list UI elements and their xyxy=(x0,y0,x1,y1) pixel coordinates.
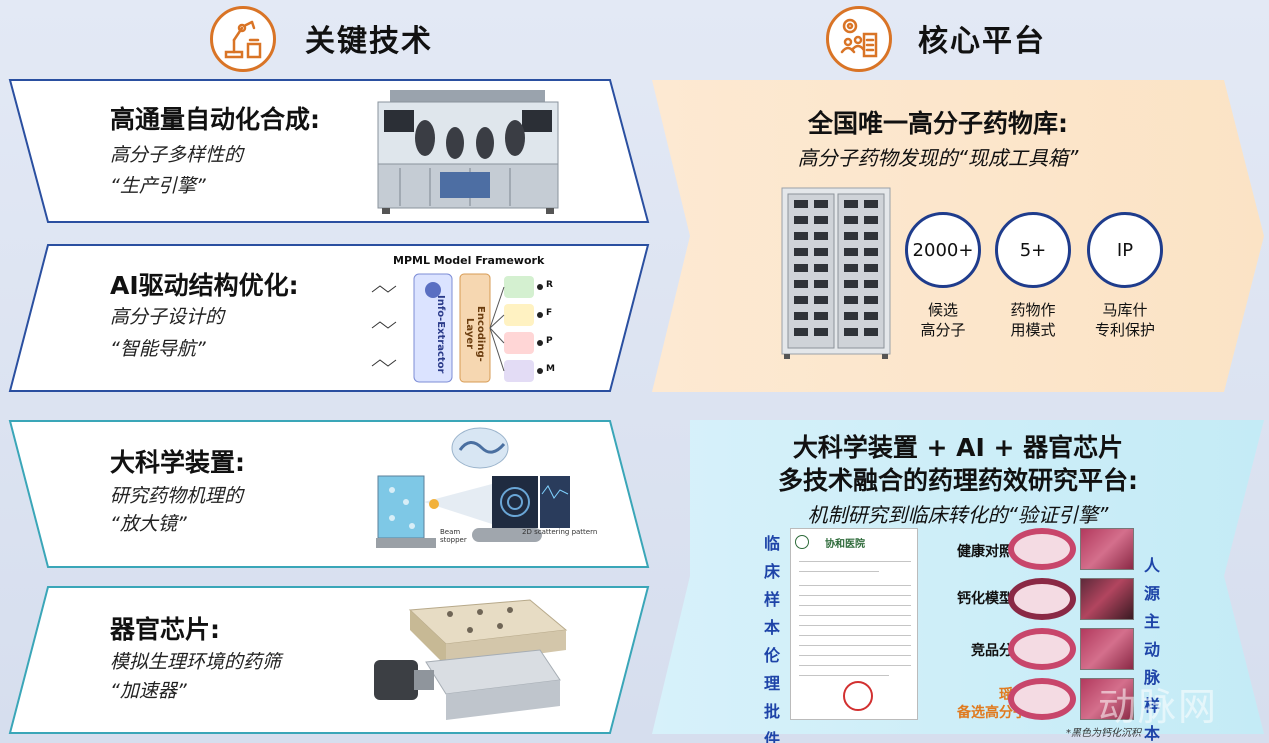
vertical-char: 动 xyxy=(1143,640,1160,659)
vertical-char: 床 xyxy=(763,562,780,581)
vertical-char: 本 xyxy=(763,618,780,637)
vertical-char: 批 xyxy=(763,702,780,721)
output-r: R xyxy=(546,280,553,290)
beam-stopper-label: Beam stopper xyxy=(440,528,467,544)
mpml-title: MPML Model Framework xyxy=(393,254,545,267)
tech-subtitle: 研究药物机理的 xyxy=(110,485,244,507)
info-extractor-label: Info-Extractor xyxy=(435,294,446,374)
platform-subtitle: 机制研究到临床转化的“验证引擎” xyxy=(807,503,1109,527)
stat-label: 药物作 用模式 xyxy=(985,300,1081,340)
stat-ring-candidates: 2000+ xyxy=(905,212,981,288)
encoding-layer-label: Encoding-Layer xyxy=(464,306,486,362)
vertical-char: 脉 xyxy=(1143,668,1160,687)
drug-cabinet-image xyxy=(780,186,892,360)
key-tech-heading: 关键技术 xyxy=(305,24,433,59)
artery-tissue-image xyxy=(1080,578,1134,620)
artery-cross-section-image xyxy=(1008,578,1076,620)
stat-label-line: 马库什 xyxy=(1102,301,1148,319)
stat-ring-ip: IP xyxy=(1087,212,1163,288)
stat-label-line: 专利保护 xyxy=(1094,321,1155,339)
artery-tissue-image xyxy=(1080,528,1134,570)
output-p: P xyxy=(546,336,553,346)
artery-cross-section-image xyxy=(1008,528,1076,570)
stat-label-line: 高分子 xyxy=(920,321,966,339)
platform-title-line1: 大科学装置 + AI + 器官芯片 xyxy=(792,433,1124,462)
tech-subtitle: 高分子多样性的 xyxy=(110,144,244,166)
vertical-char: 理 xyxy=(763,674,780,693)
vertical-char: 样 xyxy=(763,590,780,609)
calcification-footnote: *黑色为钙化沉积 xyxy=(1066,728,1141,739)
tech-tagline: “智能导航” xyxy=(110,338,206,360)
organ-chip-image xyxy=(370,590,570,730)
artery-cross-section-image xyxy=(1008,678,1076,720)
vertical-char: 临 xyxy=(763,534,780,553)
stat-label-line: 药物作 xyxy=(1010,301,1056,319)
tech-subtitle: 高分子设计的 xyxy=(110,306,225,328)
tech-subtitle: 模拟生理环境的药筛 xyxy=(110,651,282,673)
tech-tagline: “生产引擎” xyxy=(110,175,206,197)
scattering-pattern-label: 2D scattering pattern xyxy=(522,528,598,536)
vertical-char: 主 xyxy=(1143,612,1160,631)
synthesis-machine-image xyxy=(370,88,565,216)
output-m: M xyxy=(546,364,555,374)
tech-title: AI驱动结构优化: xyxy=(110,271,299,300)
official-seal-icon xyxy=(843,681,873,711)
stat-value: 5+ xyxy=(1019,239,1047,261)
stat-ring-modes: 5+ xyxy=(995,212,1071,288)
core-platform-heading: 核心平台 xyxy=(918,24,1046,59)
scattering-setup-image: Beam stopper 2D scattering pattern xyxy=(372,424,597,564)
artery-tissue-image xyxy=(1080,628,1134,670)
stat-label: 候选 高分子 xyxy=(895,300,991,340)
vertical-char: 伦 xyxy=(763,646,780,665)
vertical-char: 件 xyxy=(763,730,780,743)
robot-arm-icon xyxy=(210,6,276,72)
tech-tagline: “加速器” xyxy=(110,680,187,702)
stat-label-line: 候选 xyxy=(927,301,958,319)
stat-value: IP xyxy=(1116,239,1134,261)
tech-tagline: “放大镜” xyxy=(110,513,187,535)
hospital-name: 协和医院 xyxy=(825,539,865,550)
mpml-diagram: MPML Model Framework Info-Extractor Enco… xyxy=(368,254,568,388)
output-f: F xyxy=(546,308,553,318)
vertical-char: 源 xyxy=(1143,584,1160,603)
library-subtitle: 高分子药物发现的“现成工具箱” xyxy=(797,146,1079,170)
artery-tissue-image xyxy=(1080,678,1134,720)
vertical-char: 本 xyxy=(1143,724,1160,743)
tech-title: 器官芯片: xyxy=(110,615,220,644)
vertical-char: 样 xyxy=(1143,696,1160,715)
platform-title-line2: 多技术融合的药理药效研究平台: xyxy=(778,466,1138,495)
artery-cross-section-image xyxy=(1008,628,1076,670)
vertical-char: 人 xyxy=(1143,556,1160,575)
stat-label: 马库什 专利保护 xyxy=(1077,300,1173,340)
tech-title: 大科学装置: xyxy=(110,448,245,477)
ethics-approval-vertical-label: 临 床 样 本 伦 理 批 件 xyxy=(762,530,782,743)
tech-title: 高通量自动化合成: xyxy=(110,105,320,134)
library-title: 全国唯一高分子药物库: xyxy=(808,109,1068,138)
human-artery-vertical-label: 人 源 主 动 脉 样 本 xyxy=(1142,552,1162,743)
stat-label-line: 用模式 xyxy=(1010,321,1056,339)
hospital-logo xyxy=(795,535,809,549)
stat-value: 2000+ xyxy=(912,239,974,261)
ethics-approval-document: 协和医院 xyxy=(790,528,918,720)
watermark-text: 动脉网 xyxy=(1098,685,1219,729)
team-platform-icon xyxy=(826,6,892,72)
